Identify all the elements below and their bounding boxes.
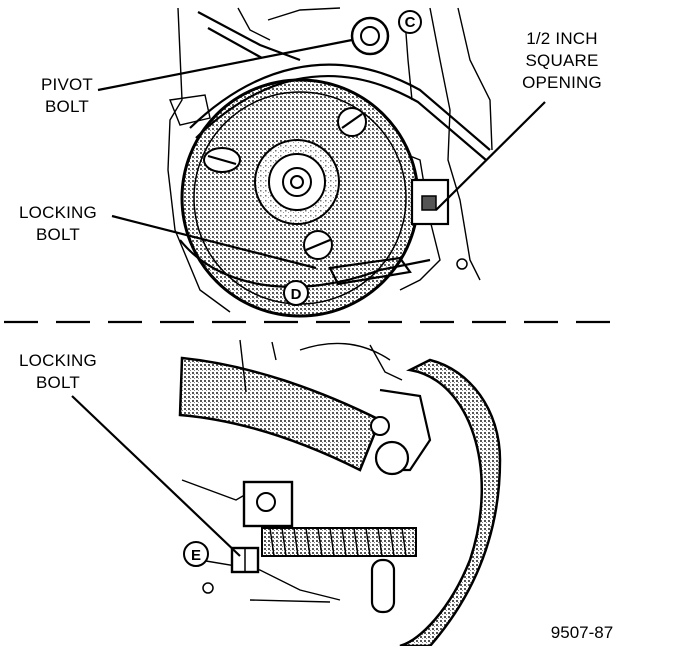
pivot-bolt bbox=[350, 16, 390, 56]
upper-view: C D PIVOT BOLT 1/2 INCH SQUARE OPENING L… bbox=[19, 7, 602, 318]
leader-locking-bolt-top bbox=[111, 214, 317, 270]
callout-d-letter: D bbox=[291, 286, 302, 303]
adjusting-rod bbox=[261, 527, 417, 557]
pulley-bolt-lower bbox=[303, 230, 333, 260]
figure-number: 9507-87 bbox=[551, 623, 613, 642]
coolant-hose bbox=[178, 356, 382, 472]
label-half-inch-line3: OPENING bbox=[522, 73, 602, 92]
square-opening-bracket bbox=[410, 178, 450, 226]
drive-belt bbox=[189, 63, 491, 151]
callout-e: E bbox=[183, 541, 209, 567]
adjusting-bracket bbox=[242, 480, 294, 528]
leader-locking-bolt-bottom bbox=[71, 395, 241, 557]
label-locking-bolt-bottom-line2: BOLT bbox=[36, 373, 80, 392]
label-pivot-bolt-line2: BOLT bbox=[45, 97, 89, 116]
label-locking-bolt-top-line1: LOCKING bbox=[19, 203, 97, 222]
pulley-bolt-left bbox=[203, 147, 241, 173]
label-half-inch-line1: 1/2 INCH bbox=[526, 29, 598, 48]
leader-pivot-bolt bbox=[97, 38, 353, 92]
callout-e-letter: E bbox=[191, 547, 201, 564]
label-locking-bolt-top-line2: BOLT bbox=[36, 225, 80, 244]
pulley-bolt-upper bbox=[337, 107, 367, 137]
callout-c-letter: C bbox=[405, 14, 416, 31]
label-pivot-bolt-line1: PIVOT bbox=[41, 75, 93, 94]
pump-housing bbox=[399, 358, 502, 646]
callout-d: D bbox=[283, 280, 309, 306]
label-locking-bolt-bottom-line1: LOCKING bbox=[19, 351, 97, 370]
label-half-inch-line2: SQUARE bbox=[526, 51, 599, 70]
callout-c: C bbox=[398, 10, 422, 34]
leader-half-inch-opening bbox=[435, 101, 546, 211]
lower-view: E LOCKING BOLT 9507-87 bbox=[19, 339, 613, 646]
